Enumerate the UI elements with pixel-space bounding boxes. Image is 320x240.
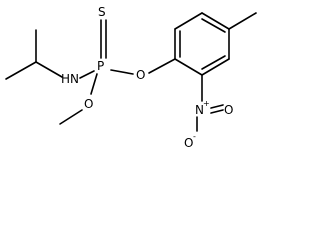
atom-o-methoxy: O	[84, 97, 93, 111]
bond-nitro-o-right-2	[210, 109, 224, 114]
structure-drawing: S P N H O O N + O - O	[5, 5, 257, 150]
bond-p-o-aryl	[110, 69, 134, 75]
atom-o-aryl: O	[136, 68, 145, 82]
ring-bond-2	[174, 12, 203, 30]
atom-n-amine: N	[70, 72, 79, 86]
bond-o-methyl	[59, 109, 83, 125]
ring-bond-3-inner	[201, 18, 226, 33]
bond-ring-methyl	[228, 12, 257, 30]
ring-bond-6	[174, 58, 203, 76]
atom-o-nitro-bottom: O	[184, 136, 193, 150]
atom-h-amine: H	[61, 72, 70, 86]
molecule-diagram: S P N H O O N + O - O	[5, 5, 257, 150]
atom-n-nitro: N	[195, 103, 204, 117]
bond-nitro-o-right-1	[210, 104, 224, 109]
bond-p-o-methoxy	[90, 73, 98, 95]
bond-methyl-ch-upper	[5, 61, 37, 80]
ring-bond-3	[201, 12, 230, 30]
charge-n-nitro: +	[203, 99, 210, 108]
bond-ch-nh	[35, 61, 63, 78]
ring-bond-5	[201, 58, 230, 76]
atom-s: S	[98, 5, 106, 19]
bond-o-ring	[148, 58, 176, 74]
atom-p: P	[97, 59, 104, 73]
bond-nh-p	[79, 70, 95, 79]
atom-o-nitro-right: O	[224, 103, 233, 117]
ring-bond-5-inner	[201, 55, 226, 70]
charge-o-nitro-bottom: -	[193, 132, 196, 141]
